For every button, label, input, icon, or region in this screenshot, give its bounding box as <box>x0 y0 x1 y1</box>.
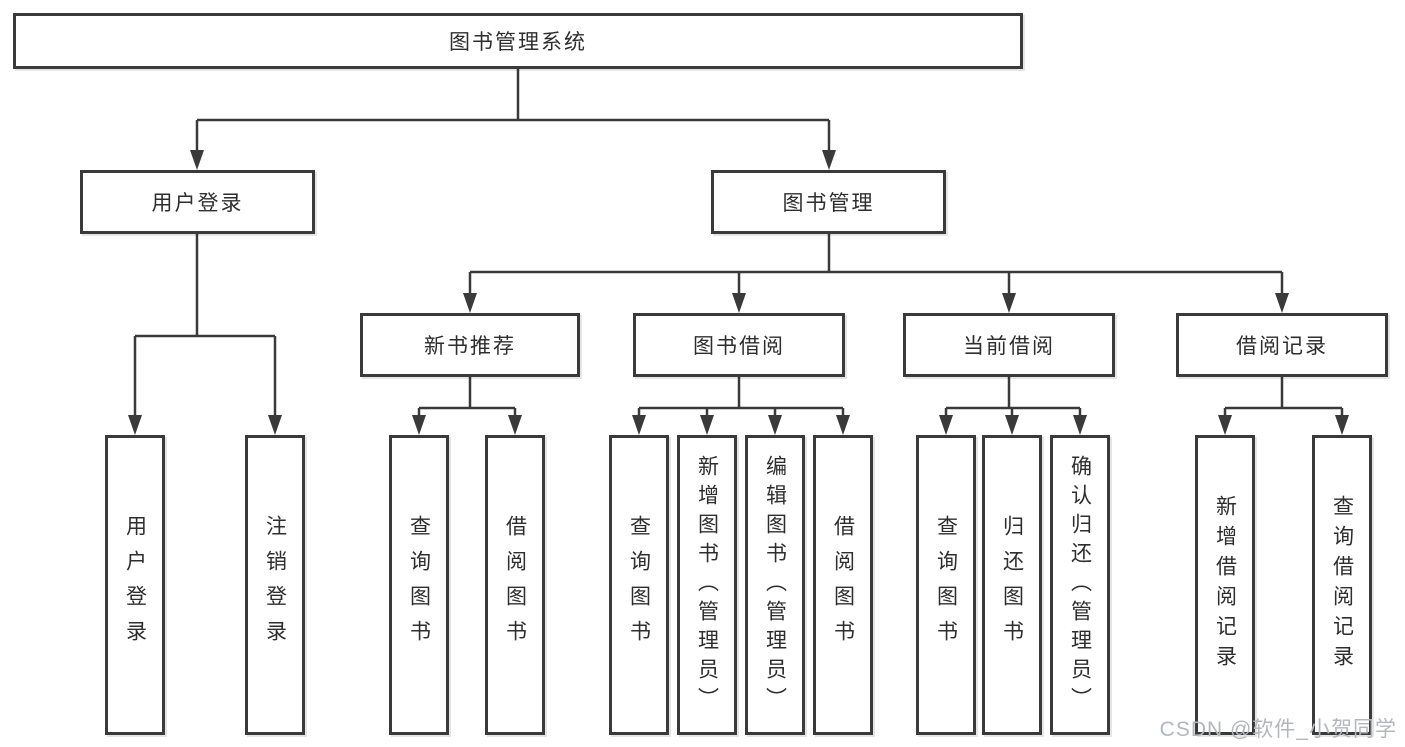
node-label: 当前借阅 <box>963 335 1055 358</box>
arrowhead-icons <box>128 150 1349 435</box>
node-label: 新书推荐 <box>424 335 516 358</box>
node-label: 注销登录 <box>263 515 287 655</box>
node-book-borrowing: 图书借阅 <box>633 313 845 377</box>
node-label: 用户登录 <box>151 192 244 215</box>
node-label: 图书管理系统 <box>449 31 587 54</box>
node-new-book-recommendation: 新书推荐 <box>360 313 580 377</box>
node-book-management: 图书管理 <box>711 170 946 234</box>
leaf-borrow-books-2: 借阅图书 <box>813 435 873 735</box>
node-root: 图书管理系统 <box>13 13 1023 69</box>
node-label: 编辑图书（管理员） <box>763 454 787 716</box>
node-label: 查询图书 <box>627 515 651 655</box>
leaf-logout-login: 注销登录 <box>245 435 305 735</box>
node-label: 借阅图书 <box>831 515 855 655</box>
leaf-query-borrow-record: 查询借阅记录 <box>1312 435 1372 735</box>
node-user-login: 用户登录 <box>80 170 315 234</box>
leaf-borrow-books: 借阅图书 <box>485 435 545 735</box>
node-label: 新增图书（管理员） <box>695 454 719 716</box>
node-current-borrowing: 当前借阅 <box>903 313 1115 377</box>
node-label: 用户登录 <box>123 515 147 655</box>
watermark: CSDN @软件_小贺同学 <box>1159 718 1397 741</box>
leaf-confirm-return-admin: 确认归还（管理员） <box>1050 435 1110 735</box>
leaf-query-books-3: 查询图书 <box>916 435 976 735</box>
node-borrowing-records: 借阅记录 <box>1176 313 1388 377</box>
leaf-add-books-admin: 新增图书（管理员） <box>677 435 737 735</box>
leaf-user-login: 用户登录 <box>105 435 165 735</box>
node-label: 查询借阅记录 <box>1330 495 1354 675</box>
leaf-query-books-2: 查询图书 <box>609 435 669 735</box>
node-label: 查询图书 <box>934 515 958 655</box>
leaf-query-books: 查询图书 <box>389 435 449 735</box>
node-label: 归还图书 <box>1000 515 1024 655</box>
leaf-edit-books-admin: 编辑图书（管理员） <box>745 435 805 735</box>
node-label: 图书管理 <box>782 192 875 215</box>
node-label: 查询图书 <box>407 515 431 655</box>
node-label: 新增借阅记录 <box>1213 495 1237 675</box>
node-label: 借阅图书 <box>503 515 527 655</box>
node-label: 借阅记录 <box>1236 335 1328 358</box>
leaf-return-books: 归还图书 <box>982 435 1042 735</box>
node-label: 图书借阅 <box>693 335 785 358</box>
node-label: 确认归还（管理员） <box>1068 454 1092 716</box>
leaf-add-borrow-record: 新增借阅记录 <box>1195 435 1255 735</box>
